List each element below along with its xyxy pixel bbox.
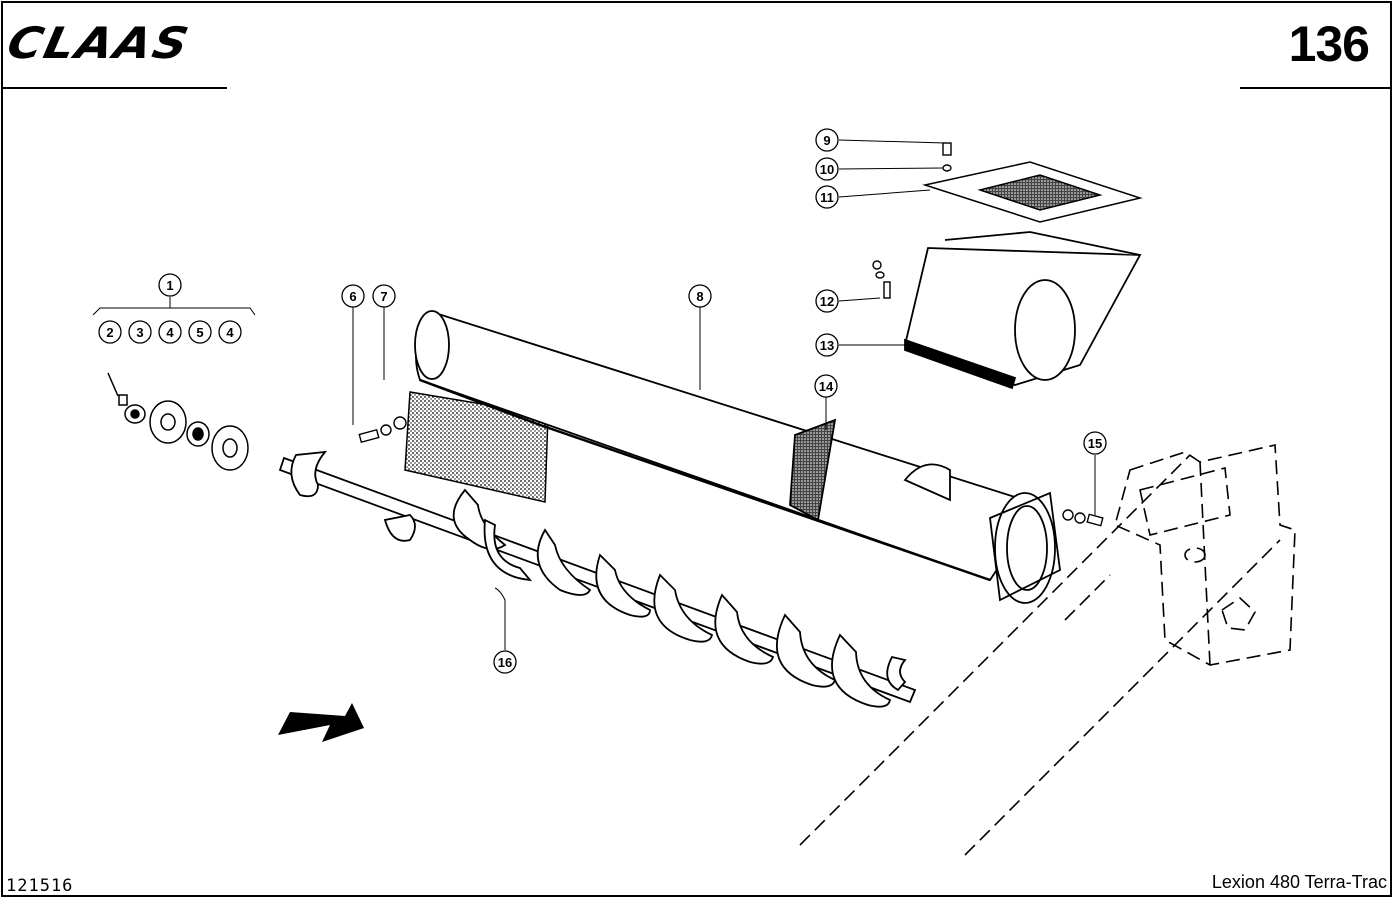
svg-text:2: 2 bbox=[106, 325, 113, 340]
direction-arrow-icon bbox=[278, 703, 364, 742]
logo-underline bbox=[2, 87, 227, 89]
callout-6: 6 bbox=[341, 284, 365, 308]
callout-16: 16 bbox=[493, 650, 517, 674]
auger-shaft bbox=[278, 450, 917, 708]
svg-text:15: 15 bbox=[1088, 436, 1102, 451]
svg-text:9: 9 bbox=[823, 133, 830, 148]
machine-frame-outline bbox=[799, 444, 1296, 856]
callout-9: 9 bbox=[815, 128, 839, 152]
callout-7: 7 bbox=[372, 284, 396, 308]
bearing-parts bbox=[107, 372, 249, 471]
svg-text:12: 12 bbox=[820, 294, 834, 309]
svg-text:1: 1 bbox=[166, 278, 173, 293]
callout-14: 14 bbox=[814, 374, 838, 398]
callout-2: 2 bbox=[98, 320, 122, 344]
svg-text:4: 4 bbox=[166, 325, 174, 340]
inlet-hopper bbox=[903, 231, 1142, 390]
svg-text:13: 13 bbox=[820, 338, 834, 353]
callout-8: 8 bbox=[688, 284, 712, 308]
svg-text:8: 8 bbox=[696, 289, 703, 304]
callout-1: 1 bbox=[158, 273, 182, 297]
callout-leaders bbox=[92, 139, 1096, 650]
svg-text:5: 5 bbox=[196, 325, 203, 340]
bolt-washer-set bbox=[358, 416, 407, 444]
callout-15: 15 bbox=[1083, 431, 1107, 455]
grille-plate bbox=[922, 161, 1143, 223]
callout-4b: 4 bbox=[218, 320, 242, 344]
small-fasteners bbox=[872, 142, 952, 299]
svg-text:7: 7 bbox=[380, 289, 387, 304]
callout-3: 3 bbox=[128, 320, 152, 344]
callout-5: 5 bbox=[188, 320, 212, 344]
page-number: 136 bbox=[1288, 16, 1370, 72]
page-number-underline bbox=[1240, 87, 1392, 89]
svg-text:10: 10 bbox=[820, 162, 834, 177]
callout-13: 13 bbox=[815, 333, 839, 357]
svg-text:6: 6 bbox=[349, 289, 356, 304]
callout-11: 11 bbox=[815, 185, 839, 209]
svg-text:4: 4 bbox=[226, 325, 234, 340]
flange-bolt bbox=[1062, 509, 1104, 527]
auger-tube bbox=[414, 310, 1061, 604]
drawing-number: 121516 bbox=[6, 876, 74, 896]
svg-text:11: 11 bbox=[820, 190, 834, 205]
machine-model: Lexion 480 Terra-Trac bbox=[1211, 872, 1387, 892]
callout-12: 12 bbox=[815, 289, 839, 313]
svg-text:16: 16 bbox=[498, 655, 512, 670]
svg-text:3: 3 bbox=[136, 325, 143, 340]
callout-10: 10 bbox=[815, 157, 839, 181]
svg-text:14: 14 bbox=[819, 379, 834, 394]
callout-4a: 4 bbox=[158, 320, 182, 344]
